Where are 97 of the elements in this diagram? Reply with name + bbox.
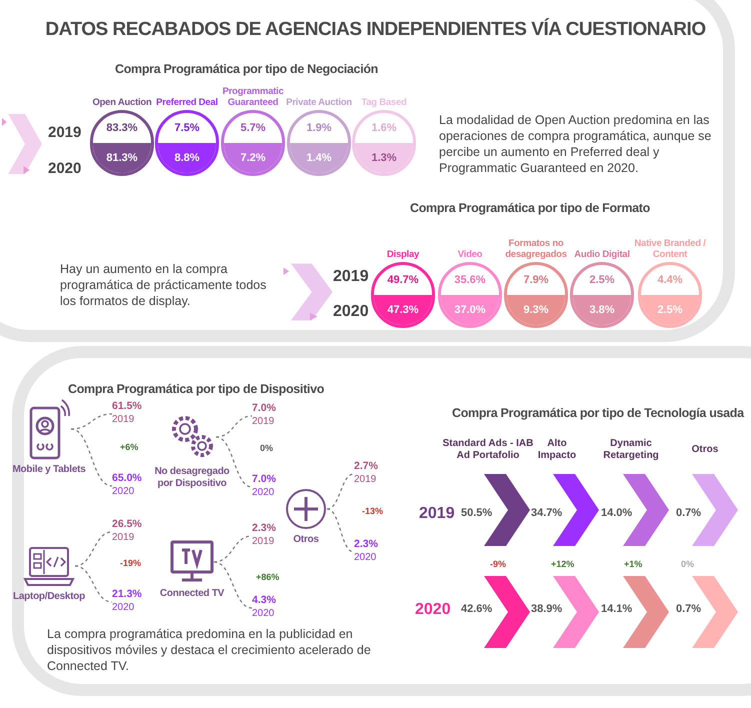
circle-label: Native Branded / Content <box>633 238 707 260</box>
percentage-value: 5.7% <box>240 120 266 136</box>
percentage-value: 21.3% <box>112 588 143 601</box>
percentage-value: 81.3% <box>106 150 138 166</box>
description-text: Hay un aumento en la compra programática de prácticamente todos los formatos de display. <box>60 261 268 309</box>
circle-label: Open Auction <box>92 97 152 108</box>
percentage-value: 1.9% <box>306 120 332 136</box>
percentage-value: 2.3% <box>354 538 379 551</box>
year-label: 2019 <box>333 267 369 287</box>
main-title: DATOS RECABADOS DE AGENCIAS INDEPENDIENTES VÍA CUESTIONARIO <box>44 17 707 42</box>
percentage-value: 65.0% <box>112 472 143 485</box>
percentage-value: 14.1% <box>601 602 632 617</box>
percentage-value: 42.6% <box>461 602 492 617</box>
change-value: +1% <box>624 558 642 571</box>
percentage-value: 2.3% <box>252 522 277 535</box>
year-label: 2019 <box>419 504 455 524</box>
percentage-value: 4.4% <box>657 272 683 288</box>
dashed-connector <box>214 561 252 609</box>
percentage-value: 0.7% <box>676 506 702 521</box>
percentage-value: 49.7% <box>387 272 419 288</box>
percentage-value: 1.6% <box>371 120 397 136</box>
year-label: 2019 <box>252 415 276 428</box>
device-label: Connected TV <box>160 588 224 600</box>
section-title: Compra Programática por tipo de Negociación <box>115 61 378 78</box>
change-value: +6% <box>120 441 138 454</box>
circle-label: Formatos no desagregados <box>504 238 568 260</box>
dashed-connector <box>74 531 112 567</box>
year-label: 2020 <box>112 601 136 614</box>
change-value: -19% <box>120 557 142 570</box>
section-title: Compra Programática por tipo de Tecnología usada <box>452 405 744 422</box>
percentage-value: 14.0% <box>601 506 632 521</box>
percentage-value: 1.4% <box>306 150 332 166</box>
year-label: 2020 <box>354 551 378 564</box>
change-value: -13% <box>362 505 384 518</box>
dashed-connector <box>216 436 252 488</box>
percentage-value: 4.3% <box>252 594 277 607</box>
year-label: 2020 <box>415 600 451 620</box>
circle-label: Tag Based <box>361 97 407 108</box>
dashed-connector <box>74 565 112 603</box>
percentage-value: 7.0% <box>252 473 277 486</box>
dashed-connector <box>70 428 112 487</box>
year-label: 2019 <box>48 123 82 143</box>
circle-label: Private Auction <box>286 97 352 108</box>
percentage-value: 0.7% <box>676 602 702 617</box>
year-label: 2019 <box>112 413 136 426</box>
dashed-connector <box>70 413 112 430</box>
percentage-value: 61.5% <box>112 400 143 413</box>
percentage-value: 50.5% <box>461 506 492 521</box>
percentage-value: 35.6% <box>454 272 486 288</box>
description-text: La compra programática predomina en la publicidad en dispositivos móviles y destaca el crecimiento acelerado de Connected TV. <box>47 626 372 674</box>
description-text: La modalidad de Open Auction predomina en las operaciones de compra programática, aunque se percibe un aumento en Preferred deal y Programmatic Guaranteed en 2020. <box>439 112 712 176</box>
percentage-value: 47.3% <box>387 302 419 318</box>
circle-label: Video <box>458 249 482 260</box>
percentage-value: 83.3% <box>106 120 138 136</box>
percentage-value: 7.2% <box>240 150 266 166</box>
circle-label: Preferred Deal <box>156 97 218 108</box>
change-value: 0% <box>681 558 694 571</box>
dashed-connector <box>326 508 354 553</box>
section-title: Compra Programática por tipo de Formato <box>410 200 650 217</box>
circle-label: Audio Digital <box>574 249 630 260</box>
percentage-value: 8.8% <box>174 150 200 166</box>
column-header: Dynamic Retargeting <box>602 438 660 462</box>
percentage-value: 3.8% <box>589 302 615 318</box>
device-label: Otros <box>293 534 319 546</box>
year-label: 2019 <box>252 535 276 548</box>
device-label: Laptop/Desktop <box>12 591 86 603</box>
percentage-value: 7.0% <box>252 402 277 415</box>
year-label: 2020 <box>333 302 369 322</box>
year-label: 2019 <box>354 473 378 486</box>
column-header: Standard Ads - IAB Ad Portafolio <box>442 438 534 462</box>
change-value: -9% <box>490 558 506 571</box>
percentage-value: 7.9% <box>523 272 549 288</box>
section-title: Compra Programática por tipo de Dispositivo <box>68 381 324 398</box>
percentage-value: 26.5% <box>112 518 143 531</box>
percentage-value: 2.5% <box>589 272 615 288</box>
percentage-value: 9.3% <box>523 302 549 318</box>
change-value: +12% <box>551 558 574 571</box>
percentage-value: 37.0% <box>454 302 486 318</box>
percentage-value: 34.7% <box>531 506 562 521</box>
percentage-value: 2.5% <box>657 302 683 318</box>
percentage-value: 7.5% <box>174 120 200 136</box>
year-label: 2020 <box>252 486 276 499</box>
percentage-value: 38.9% <box>531 602 562 617</box>
year-label: 2019 <box>112 531 136 544</box>
device-label: Mobile y Tablets <box>12 464 86 476</box>
column-header: Otros <box>690 444 720 456</box>
percentage-value: 2.7% <box>354 460 379 473</box>
circle-label: Display <box>386 249 420 260</box>
change-value: +86% <box>256 571 280 584</box>
dashed-connector <box>216 415 252 438</box>
year-label: 2020 <box>48 159 82 179</box>
change-value: 0% <box>260 442 274 455</box>
dashed-connector <box>326 473 354 510</box>
year-label: 2020 <box>112 485 136 498</box>
percentage-value: 1.3% <box>371 150 397 166</box>
year-label: 2020 <box>252 607 276 620</box>
device-label: No desagregado por Dispositivo <box>154 466 230 490</box>
